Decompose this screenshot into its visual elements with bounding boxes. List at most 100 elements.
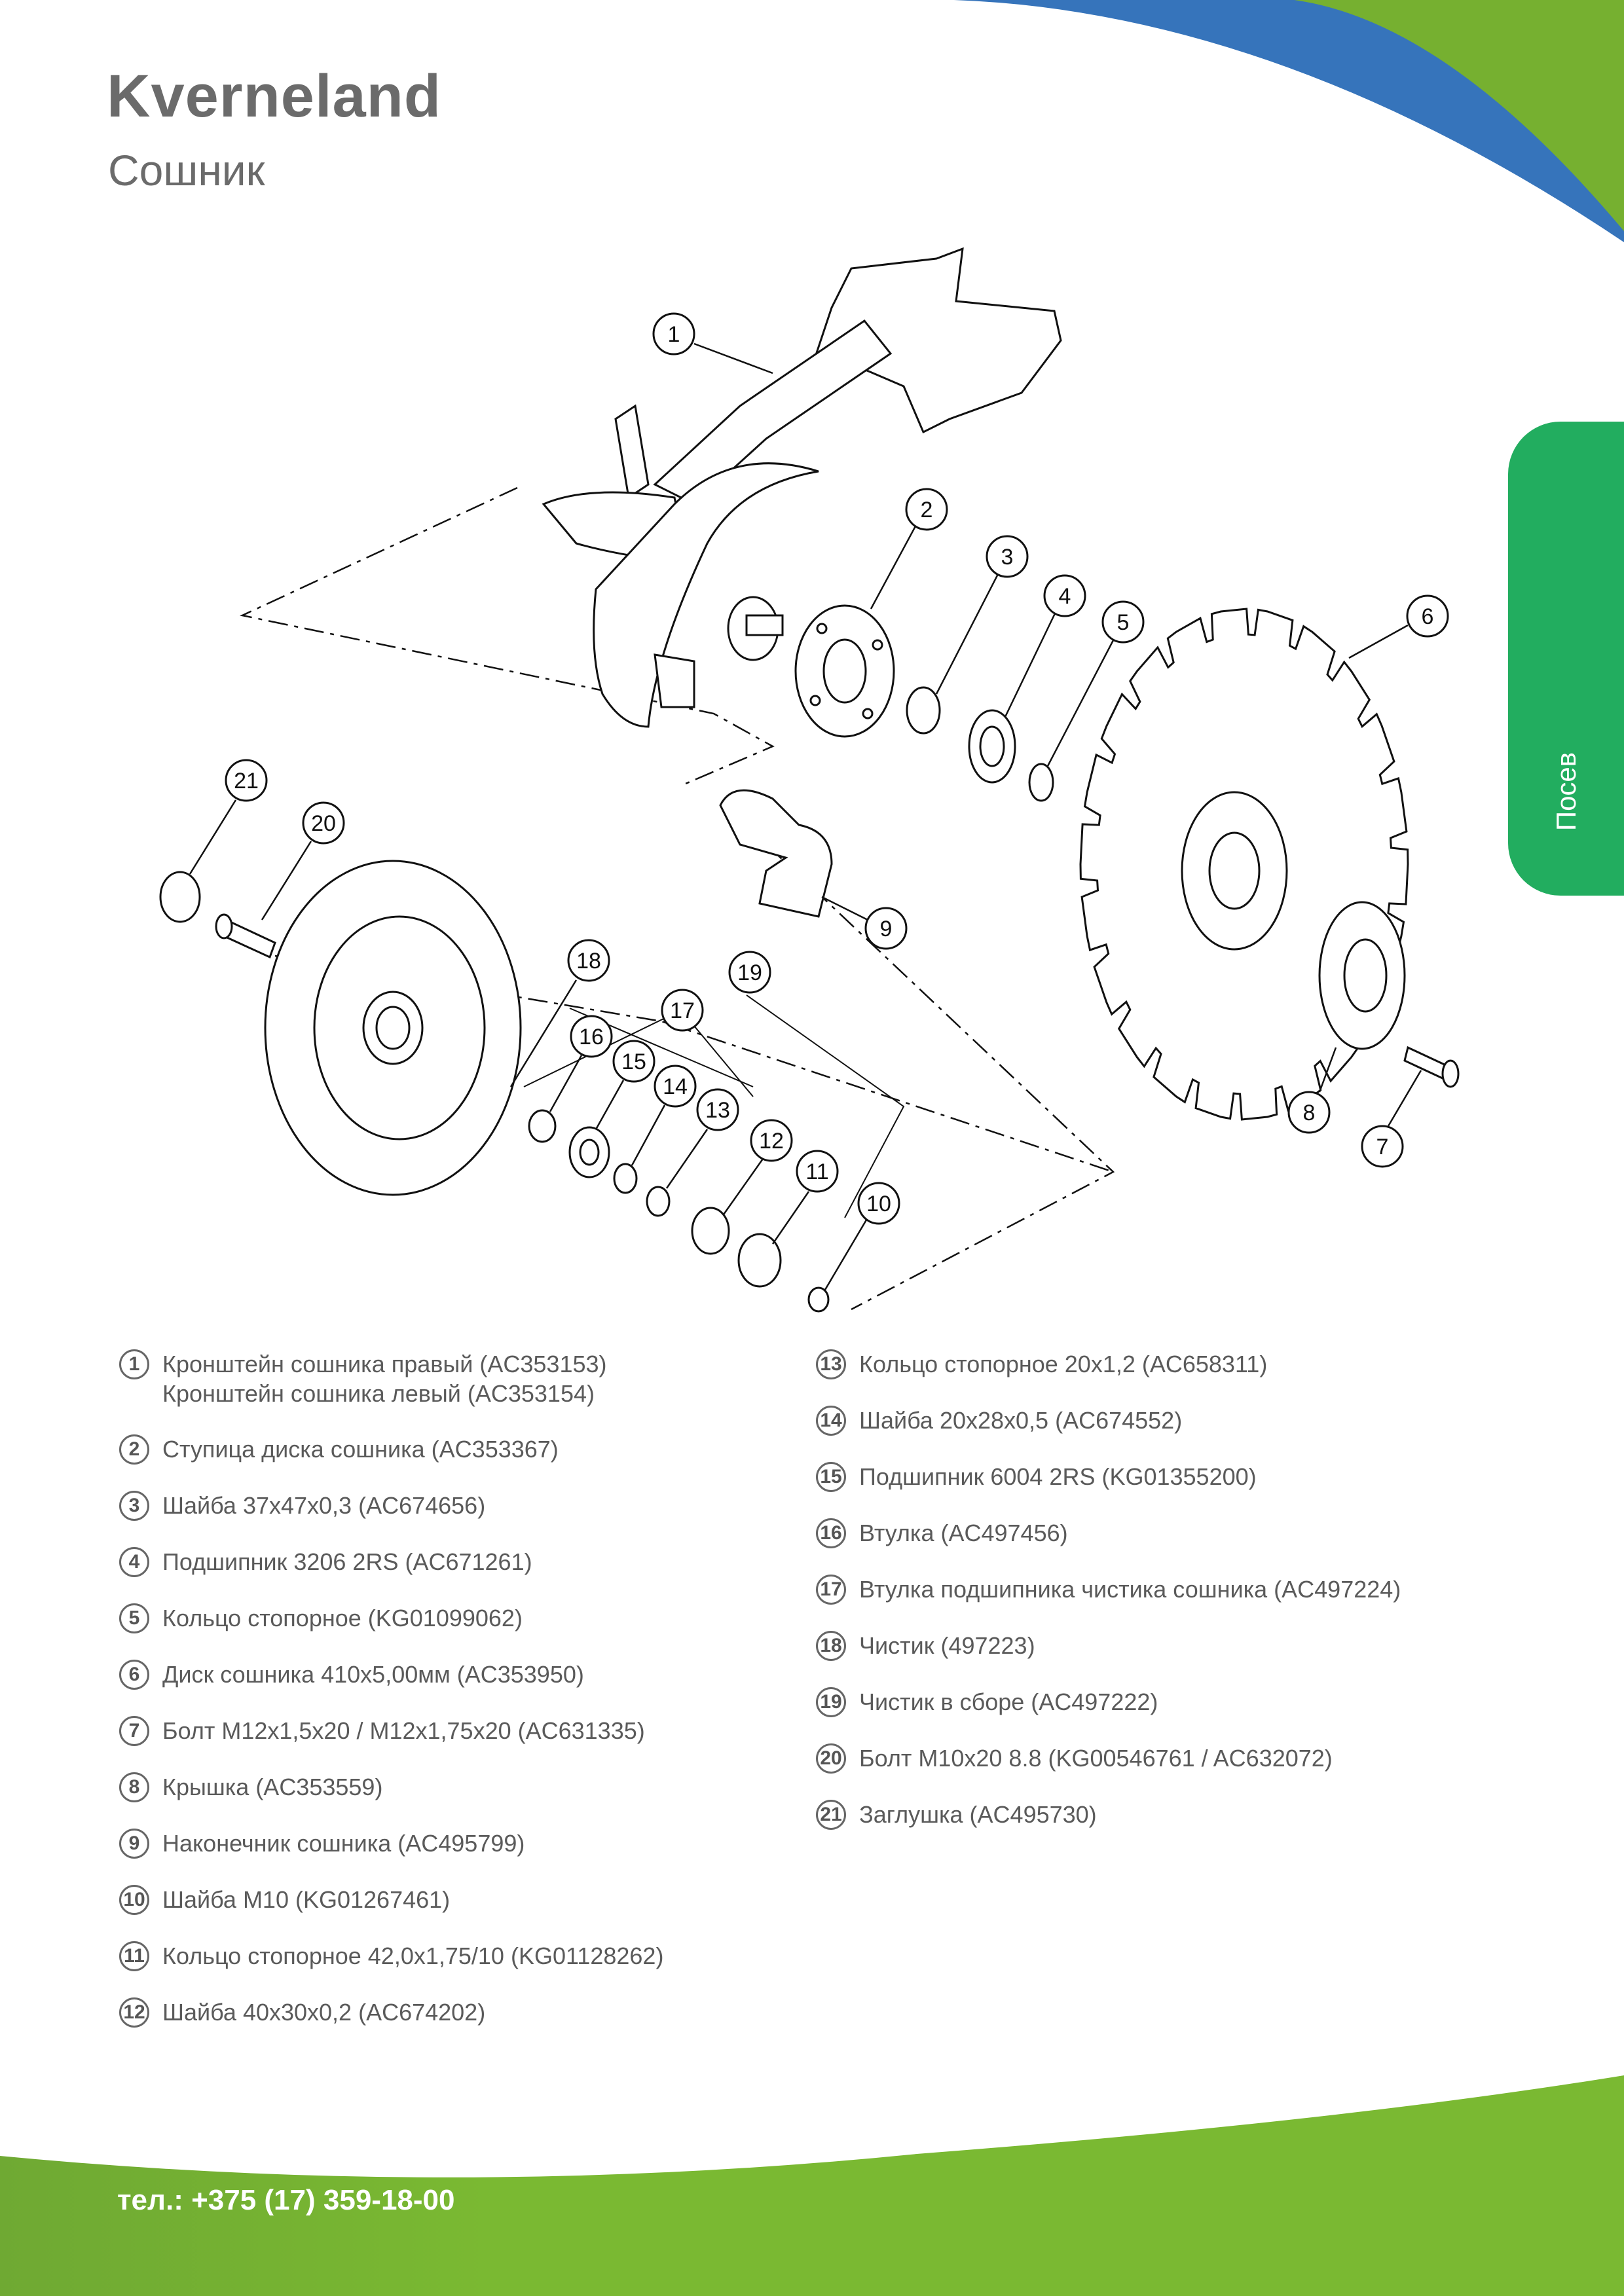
callout-number: 2: [921, 498, 933, 522]
part-description: Ступица диска сошника (AC353367): [162, 1434, 559, 1464]
callout-circle: [1361, 1125, 1404, 1168]
part-description: Болт М12х1,5х20 / М12х1,75х20 (AC631335): [162, 1716, 645, 1745]
part-description-line: Диск сошника 410х5,00мм (AC353950): [162, 1661, 584, 1688]
parts-list-item: 7 Болт М12х1,5х20 / М12х1,75х20 (AC631335…: [119, 1716, 663, 1746]
callout-circle: [696, 1088, 739, 1131]
part-description-line: Наконечник сошника (AC495799): [162, 1830, 525, 1857]
parts-list-item: 3 Шайба 37х47х0,3 (AC674656): [119, 1491, 663, 1521]
part-description-line: Чистик (497223): [859, 1632, 1035, 1659]
callout-number: 11: [805, 1159, 828, 1184]
part-number-badge: 20: [816, 1743, 846, 1774]
callout-20: 20: [302, 801, 345, 845]
callout-circle: [570, 1015, 613, 1058]
callout-4: 4: [1043, 574, 1086, 617]
part-description-line: Заглушка (AC495730): [859, 1801, 1097, 1828]
callout-number: 20: [311, 811, 336, 836]
callout-number: 6: [1422, 604, 1434, 629]
section-tab-label: Посев: [1550, 752, 1581, 831]
footer-green-band: [0, 2075, 1624, 2296]
part-description: Чистик (497223): [859, 1631, 1035, 1660]
part-description-line: Шайба 37х47х0,3 (AC674656): [162, 1492, 486, 1519]
callout-7: 7: [1361, 1125, 1404, 1168]
parts-list-item: 17 Втулка подшипника чистика сошника (AC4…: [816, 1575, 1401, 1605]
callout-number: 3: [1001, 545, 1014, 570]
leader-lines: [189, 342, 1422, 1290]
top-blue-swoosh: [883, 0, 1624, 242]
bracket-part-1: [542, 247, 1062, 728]
part-description: Кольцо стопорное 20х1,2 (AC658311): [859, 1349, 1267, 1379]
part-description: Болт М10х20 8.8 (KG00546761 / AC632072): [859, 1743, 1333, 1773]
callout-number: 1: [668, 322, 680, 347]
part-description: Втулка (AC497456): [859, 1518, 1068, 1548]
callout-10: 10: [857, 1182, 900, 1225]
part-description: Втулка подшипника чистика сошника (AC497…: [859, 1575, 1401, 1604]
callout-circle: [1406, 594, 1449, 638]
parts-list-item: 20 Болт М10х20 8.8 (KG00546761 / AC632072…: [816, 1743, 1401, 1774]
part-number-badge: 18: [816, 1631, 846, 1661]
part-number-badge: 8: [119, 1772, 149, 1802]
callout-16: 16: [570, 1015, 613, 1058]
coulter-tip-part-9: [719, 789, 833, 918]
callout-circle: [612, 1040, 655, 1083]
callout-21: 21: [225, 759, 268, 802]
callout-number: 8: [1303, 1101, 1316, 1125]
callout-15: 15: [612, 1040, 655, 1083]
part-description: Шайба 20х28х0,5 (AC674552): [859, 1406, 1182, 1435]
part-description-line: Кольцо стопорное 20х1,2 (AC658311): [859, 1351, 1268, 1377]
washer-part-10: [807, 1286, 830, 1313]
callout-circle: [661, 989, 704, 1032]
part-description: Заглушка (AC495730): [859, 1800, 1097, 1829]
washer-part-14: [613, 1163, 638, 1194]
callout-circle: [652, 312, 695, 355]
top-green-swoosh: [1226, 0, 1624, 231]
bearing-part-15: [568, 1126, 610, 1178]
callout-circle: [654, 1065, 697, 1108]
part-description: Кольцо стопорное 42,0х1,75/10 (KG0112826…: [162, 1941, 663, 1971]
callout-number: 18: [576, 949, 601, 974]
callout-circle: [1287, 1091, 1331, 1134]
part-number-badge: 7: [119, 1716, 149, 1746]
part-description-line: Крышка (AC353559): [162, 1774, 383, 1800]
part-description: Шайба 37х47х0,3 (AC674656): [162, 1491, 485, 1520]
part-number-badge: 3: [119, 1491, 149, 1521]
part-description: Кольцо стопорное (KG01099062): [162, 1603, 523, 1633]
callout-1: 1: [652, 312, 695, 355]
callout-circle: [1043, 574, 1086, 617]
part-number-badge: 17: [816, 1575, 846, 1605]
part-number-badge: 1: [119, 1349, 149, 1379]
part-description: Подшипник 3206 2RS (AC671261): [162, 1547, 532, 1576]
callout-number: 10: [866, 1192, 891, 1216]
callout-number: 17: [670, 998, 695, 1023]
callout-9: 9: [864, 907, 908, 950]
part-number-badge: 12: [119, 1997, 149, 2028]
callout-2: 2: [905, 488, 948, 531]
part-description-line: Шайба 20х28х0,5 (AC674552): [859, 1407, 1183, 1434]
callout-number: 15: [621, 1049, 646, 1074]
part-description: Наконечник сошника (AC495799): [162, 1829, 525, 1858]
callout-number: 21: [234, 769, 259, 793]
retaining-ring-part-11: [737, 1233, 782, 1288]
part-description-line: Шайба 40х30х0,2 (AC674202): [162, 1999, 486, 2026]
callout-number: 7: [1376, 1135, 1389, 1159]
retaining-ring-part-5: [1028, 763, 1054, 802]
part-description: Крышка (AC353559): [162, 1772, 382, 1802]
part-description: Шайба 40х30х0,2 (AC674202): [162, 1997, 485, 2027]
callout-number: 13: [705, 1098, 730, 1123]
section-tab-posev[interactable]: Посев: [1508, 422, 1624, 896]
part-description-line: Втулка (AC497456): [859, 1520, 1068, 1546]
